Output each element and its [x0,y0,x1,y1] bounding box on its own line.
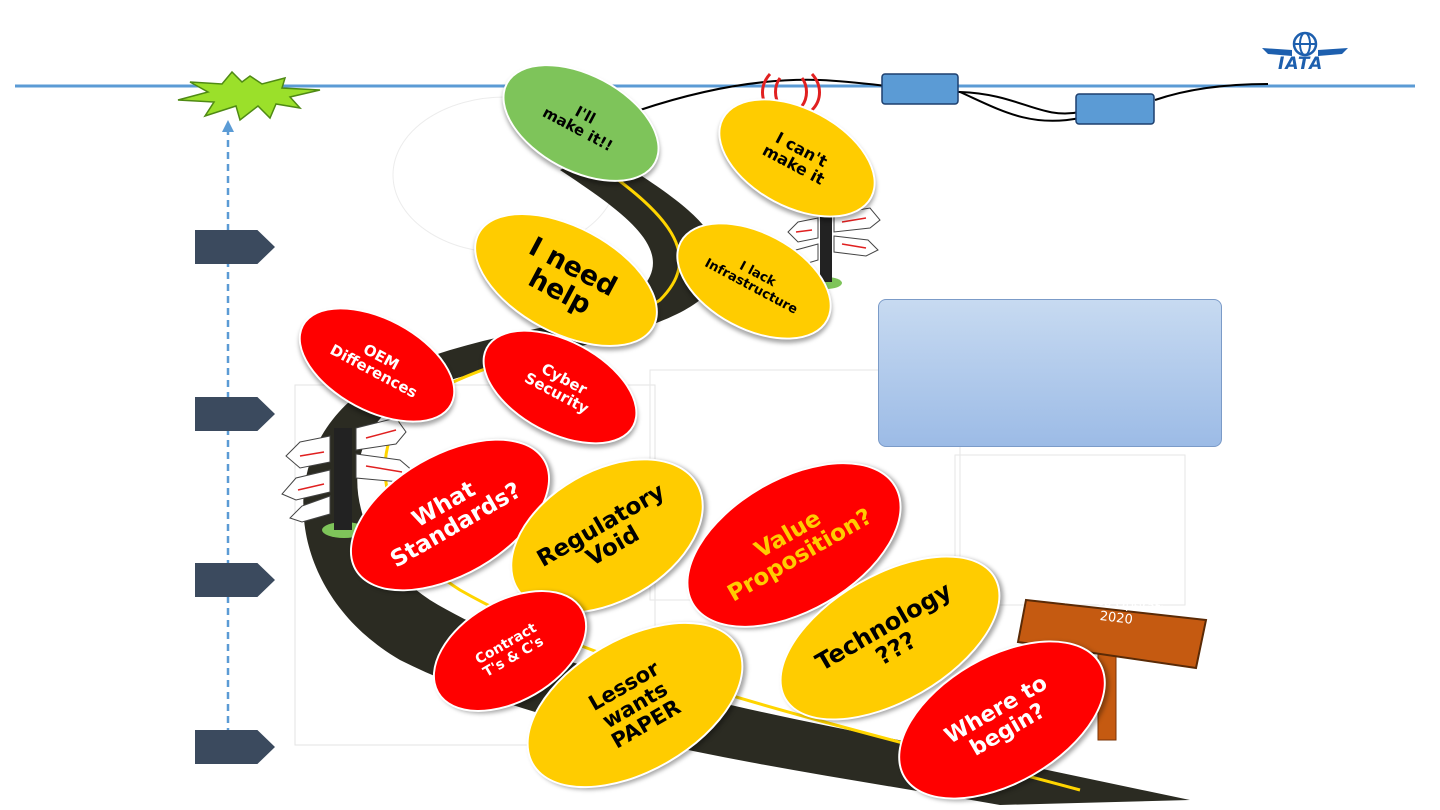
bubble-label: I lack Infrastructure [701,255,800,318]
cable [959,83,1269,122]
chevron-tag-icon [195,397,275,431]
bubble-label: Where to begin? [940,670,1052,762]
sign-board [1016,598,1208,670]
timeline-arrowhead [222,120,234,132]
cable-connector [881,73,959,105]
bubble-label: I can't make it [759,128,831,189]
callout-box [878,299,1222,447]
bubble-label: Regulatory Void [532,478,670,573]
bubble-label: Cyber Security [521,359,592,418]
bubble-label: I need help [523,230,623,322]
iata-globe-icon [1262,31,1348,57]
cable [639,78,1081,115]
bubble-label: Contract T's & C's [472,620,547,681]
starburst-icon [177,70,321,122]
chevron-tag-icon [195,230,275,264]
cable-connector [1075,93,1155,125]
chevron-tag-icon [195,730,275,764]
chevron-tag-icon [195,563,275,597]
bubble-label: I'll make it!! [539,102,616,156]
break-icon [761,72,821,112]
logo-text: IATA [1278,54,1324,74]
signpost-icon [281,417,415,538]
bubble-label: OEM Differences [327,340,421,402]
bubble-label: Lessor wants PAPER [584,656,685,754]
